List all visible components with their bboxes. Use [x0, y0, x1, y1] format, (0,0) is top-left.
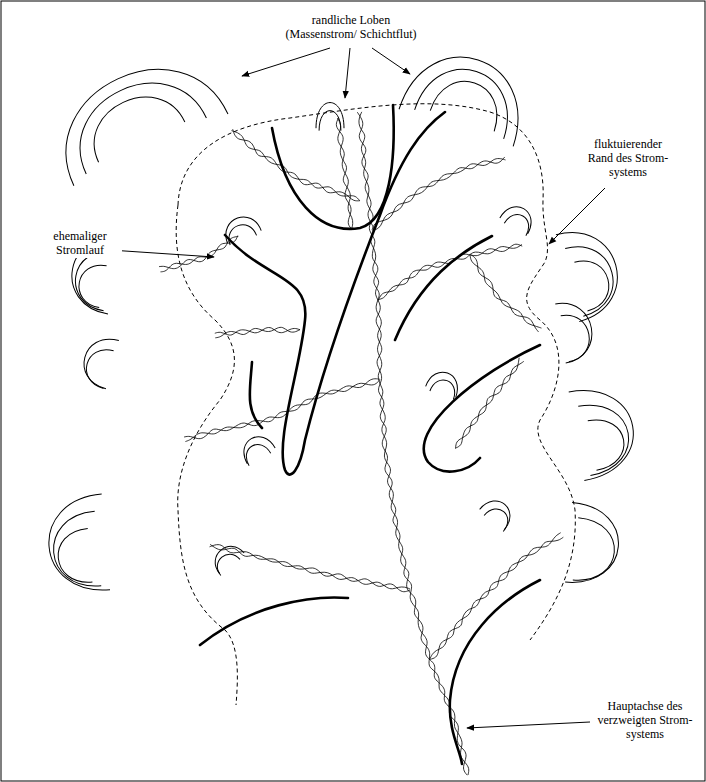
leader-lines: [110, 48, 605, 728]
annotation-label: Hauptachse des verzweigten Strom- system…: [590, 698, 700, 742]
marginal-lobes: [41, 41, 641, 594]
annotation-label: fluktuierender Rand des Strom- systems: [580, 136, 676, 180]
braided-channels: [159, 112, 563, 775]
annotation-label: randliche Loben (Massenstrom/ Schichtflu…: [274, 12, 428, 42]
system-boundary: [176, 104, 575, 705]
channel-bars: [200, 105, 540, 764]
annotation-label: ehemaliger Stromlauf: [38, 228, 122, 258]
